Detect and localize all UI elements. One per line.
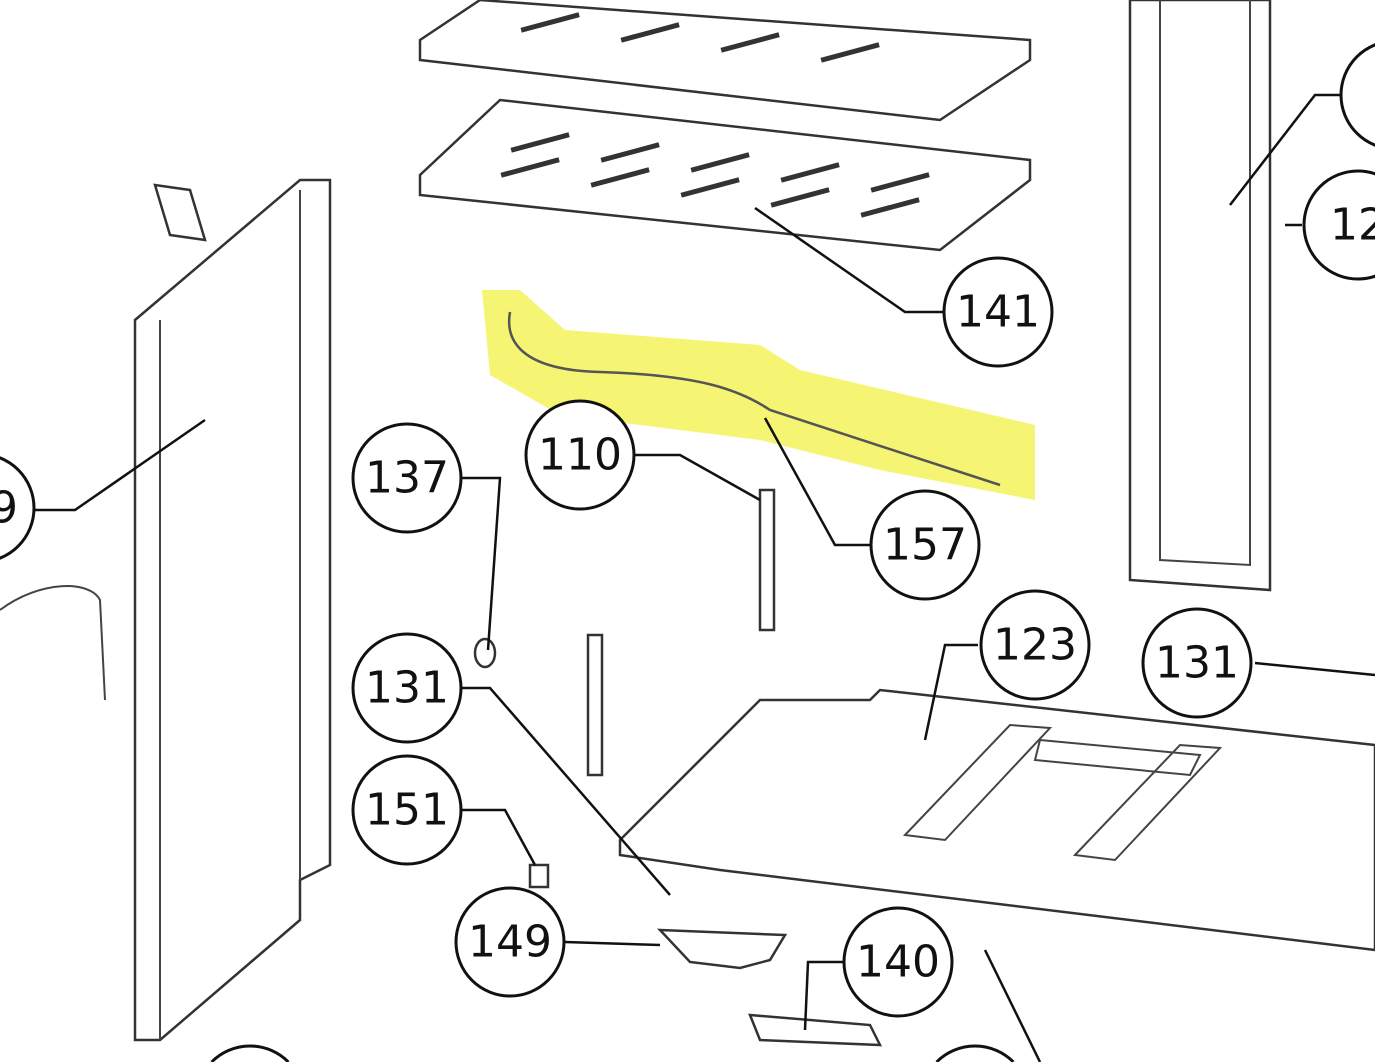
part-123-base [618,688,1375,952]
svg-text:141: 141 [956,287,1040,338]
part-157-rod [507,311,1001,487]
part-side-panel-left [133,178,332,1042]
callout-151[interactable]: 151 [351,754,463,866]
svg-text:110: 110 [538,430,622,481]
callout-137[interactable]: 137 [351,422,463,534]
svg-text:12: 12 [1330,200,1375,251]
part-frame-right [1128,0,1272,592]
svg-text:140: 140 [856,937,940,988]
callout-123[interactable]: 123 [979,589,1091,701]
part-141-shelf-top [418,0,1032,122]
svg-text:131: 131 [365,663,449,714]
leader-lines [35,93,1375,1062]
part-140-bracket [748,1013,883,1047]
svg-text:9: 9 [0,483,18,534]
part-149-caster [657,928,788,970]
svg-text:151: 151 [365,785,449,836]
callout-bottom-partial[interactable] [935,1044,1015,1062]
part-bracket-top [153,183,207,242]
callout-left-partial[interactable]: 9 [0,454,36,562]
svg-text:157: 157 [883,520,967,571]
part-151-bracket [528,863,550,889]
highlight-marker [482,290,1035,500]
svg-text:123: 123 [993,620,1077,671]
callout-110[interactable]: 110 [524,399,636,511]
part-137-clip [473,637,497,669]
svg-text:149: 149 [468,917,552,968]
callout-bottom-left-partial[interactable] [210,1044,290,1062]
part-110-channel [758,488,776,632]
svg-text:131: 131 [1155,638,1239,689]
callout-149[interactable]: 149 [454,886,566,998]
callout-140[interactable]: 140 [842,906,954,1018]
callout-141[interactable]: 141 [942,256,1054,368]
callout-right-partial[interactable]: 12 [1302,169,1375,281]
callout-157[interactable]: 157 [869,489,981,601]
part-channel [586,633,604,777]
callout-top-right-partial[interactable] [1339,41,1375,149]
part-141-shelf [418,12,1032,252]
part-power-cord [0,585,106,701]
callout-131[interactable]: 131 [351,632,463,744]
svg-text:137: 137 [365,453,449,504]
callout-131-right[interactable]: 131 [1141,607,1253,719]
